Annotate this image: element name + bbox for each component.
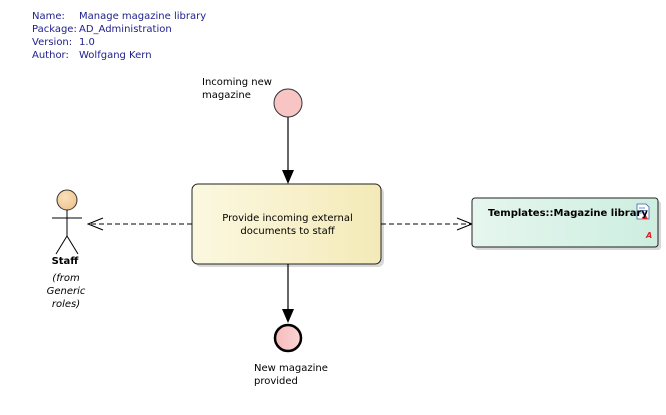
label-line: New magazine <box>254 363 328 374</box>
label-line: provided <box>254 375 298 387</box>
name-label: Name: <box>32 11 65 22</box>
version-value: 1.0 <box>79 37 95 48</box>
arrowhead-icon <box>282 170 294 184</box>
version-row: Version: 1.0 <box>32 36 206 49</box>
author-row: Author: Wolfgang Kern <box>32 49 206 62</box>
actor-staff[interactable] <box>52 189 82 255</box>
artifact-box[interactable] <box>471 197 659 248</box>
name-row: Name: Manage magazine library <box>32 10 206 23</box>
label-line: (from <box>52 273 80 284</box>
actor-head <box>56 189 78 211</box>
document-icon <box>636 203 650 220</box>
diagram-properties: Name: Manage magazine library Package: A… <box>32 10 206 62</box>
name-value: Manage magazine library <box>79 11 207 22</box>
author-value: Wolfgang Kern <box>79 50 152 61</box>
version-label: Version: <box>32 37 73 48</box>
artifact-badge: A <box>645 231 652 240</box>
package-row: Package: AD_Administration <box>32 23 206 36</box>
activity-label: Provide incoming external documents to s… <box>222 213 353 237</box>
package-label: Package: <box>32 24 77 35</box>
label-line: Generic <box>46 286 86 297</box>
label-line: roles) <box>51 299 81 310</box>
arrowhead-icon <box>282 309 294 323</box>
initial-event[interactable] <box>273 88 303 118</box>
actor-name: Staff <box>51 256 79 267</box>
actor-source: (from Generic roles) <box>40 272 92 311</box>
artifact-title: Templates::Magazine library <box>488 208 648 219</box>
final-event-label: New magazine provided <box>254 363 328 388</box>
label-line: magazine <box>202 89 251 101</box>
label-line: Incoming new <box>202 77 272 88</box>
package-value: AD_Administration <box>79 24 172 35</box>
final-event[interactable] <box>273 323 303 353</box>
initial-event-label: Incoming new magazine <box>202 77 272 102</box>
author-label: Author: <box>32 50 69 61</box>
open-arrowhead-icon <box>86 217 104 231</box>
